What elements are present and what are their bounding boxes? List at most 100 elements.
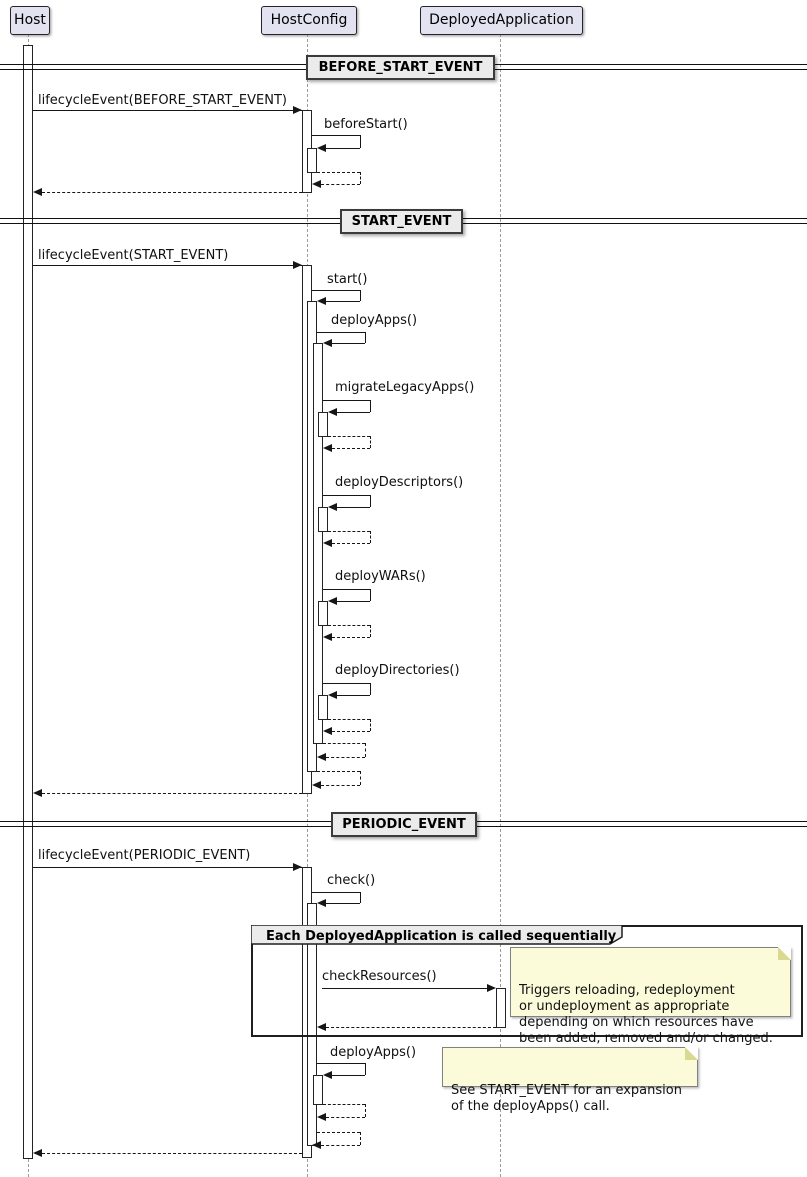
self-call-line (370, 683, 371, 695)
arrowhead-left (33, 1149, 42, 1157)
return-line (323, 743, 365, 744)
message-arrow (33, 265, 302, 266)
self-call-line (317, 1063, 365, 1064)
group-title: Each DeployedApplication is called seque… (266, 929, 617, 944)
self-call-line (370, 495, 371, 507)
activation-migrate-legacy-apps (318, 412, 328, 437)
message-label: deployApps() (331, 313, 418, 328)
note-deploy-apps: See START_EVENT for an expansion of the … (442, 1047, 698, 1114)
self-call-line (317, 332, 365, 333)
return-line (42, 793, 302, 794)
return-line (326, 757, 365, 758)
return-line (42, 1153, 302, 1154)
participant-hostconfig-label: HostConfig (270, 12, 348, 28)
divider-start-event: START_EVENT (340, 209, 463, 234)
return-line (323, 1104, 365, 1105)
arrowhead-left (323, 1071, 332, 1079)
return-line (321, 785, 360, 786)
return-line (42, 192, 302, 193)
return-line (328, 625, 370, 626)
message-label: checkResources() (322, 969, 437, 984)
arrowhead-left (328, 597, 337, 605)
activation-deploy-directories (318, 695, 328, 720)
activation-hostconfig-start-3 (313, 343, 323, 744)
message-label: deployWARs() (335, 569, 426, 584)
arrowhead-left (317, 899, 326, 907)
message-label: check() (327, 873, 376, 888)
arrowhead-right (487, 984, 496, 992)
message-label: lifecycleEvent(BEFORE_START_EVENT) (38, 93, 287, 108)
self-call-line (323, 683, 370, 684)
return-line (332, 731, 370, 732)
message-label: deployDirectories() (335, 663, 460, 678)
return-line (370, 531, 371, 543)
note-fold-corner (685, 1047, 698, 1060)
arrowhead-right (293, 863, 302, 871)
self-call-line (370, 400, 371, 412)
arrowhead-right (293, 261, 302, 269)
participant-host: Host (10, 6, 50, 35)
divider-periodic-event-label: PERIODIC_EVENT (342, 817, 466, 832)
note-deploy-apps-text: See START_EVENT for an expansion of the … (451, 1083, 682, 1114)
self-call-line (332, 343, 365, 344)
note-check-resources-text: Triggers reloading, redeployment or unde… (519, 983, 773, 1046)
activation-host (23, 45, 33, 1159)
arrowhead-left (317, 1113, 326, 1121)
return-line (317, 1132, 360, 1133)
divider-before-start-event-label: BEFORE_START_EVENT (318, 60, 483, 75)
return-line (328, 719, 370, 720)
return-line (328, 531, 370, 532)
return-line (321, 184, 360, 185)
self-call-line (332, 1075, 365, 1076)
arrowhead-left (317, 144, 326, 152)
self-call-line (365, 1063, 366, 1075)
return-line (326, 1027, 496, 1028)
message-label: deployApps() (330, 1045, 417, 1060)
message-arrow (33, 110, 302, 111)
arrowhead-left (323, 727, 332, 735)
divider-start-event-label: START_EVENT (351, 214, 452, 229)
message-label: lifecycleEvent(START_EVENT) (38, 248, 229, 263)
self-call-line (323, 495, 370, 496)
return-line (360, 172, 361, 184)
return-line (370, 436, 371, 448)
arrowhead-left (328, 408, 337, 416)
return-line (370, 719, 371, 731)
message-label: lifecycleEvent(PERIODIC_EVENT) (38, 848, 251, 863)
message-label: migrateLegacyApps() (335, 380, 475, 395)
return-line (317, 771, 360, 772)
arrowhead-left (33, 188, 42, 196)
arrowhead-left (312, 1141, 321, 1149)
self-call-line (326, 148, 360, 149)
arrowhead-left (33, 789, 42, 797)
return-line (365, 743, 366, 757)
arrowhead-left (323, 539, 332, 547)
self-call-line (360, 135, 361, 148)
self-call-line (323, 400, 370, 401)
self-call-line (370, 589, 371, 601)
arrowhead-left (323, 339, 332, 347)
activation-deploy-descriptors (318, 507, 328, 532)
participant-hostconfig: HostConfig (261, 6, 357, 35)
self-call-line (312, 135, 360, 136)
arrowhead-left (328, 503, 337, 511)
activation-hostconfig-before-2 (307, 148, 317, 173)
self-call-line (337, 601, 370, 602)
note-fold-corner (778, 947, 791, 960)
self-call-line (337, 507, 370, 508)
arrowhead-left (323, 444, 332, 452)
self-call-line (326, 903, 360, 904)
arrowhead-left (323, 633, 332, 641)
self-call-line (360, 892, 361, 903)
group-sequential: Each DeployedApplication is called seque… (251, 925, 803, 1037)
return-line (332, 543, 370, 544)
participant-deployedapplication-label: DeployedApplication (429, 12, 574, 28)
self-call-line (337, 412, 370, 413)
return-line (317, 172, 360, 173)
arrowhead-left (317, 297, 326, 305)
message-arrow (322, 988, 487, 989)
self-call-line (360, 290, 361, 301)
participant-host-label: Host (14, 12, 46, 28)
self-call-line (312, 290, 360, 291)
self-call-line (323, 589, 370, 590)
